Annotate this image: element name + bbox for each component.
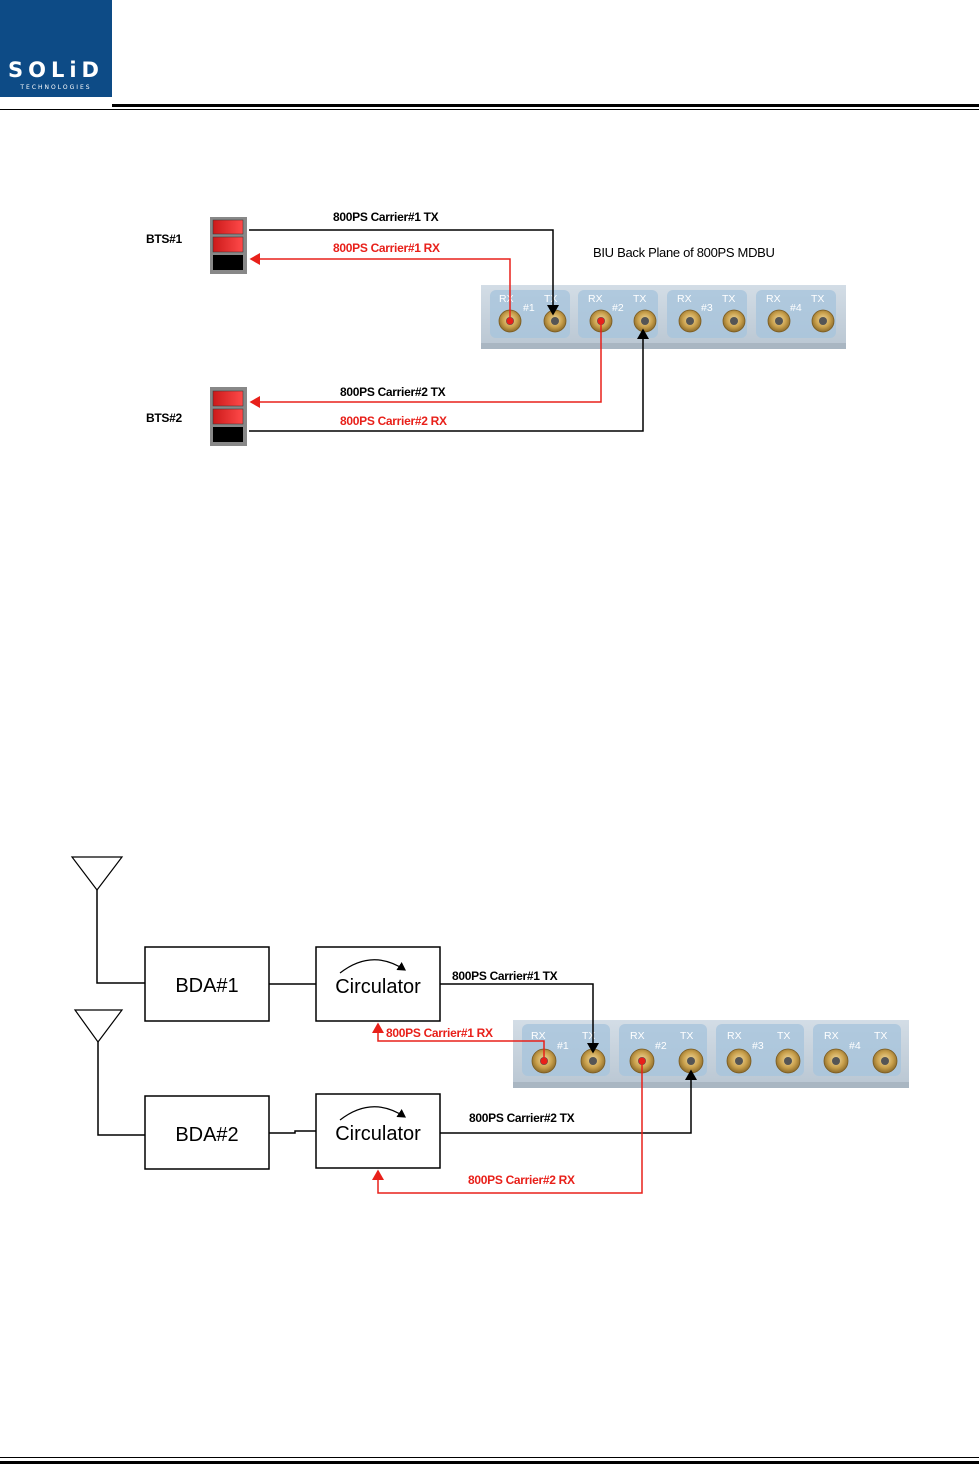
bts1-label: BTS#1 [146, 232, 182, 246]
port-number-4: #4 [790, 302, 802, 314]
header-rule-thin [0, 109, 979, 110]
circulator-1-label: Circulator [335, 976, 421, 998]
port-number-3: #3 [752, 1040, 764, 1052]
port-number-3: #3 [701, 302, 713, 314]
antenna-1-icon [70, 856, 145, 984]
rx-label: RX [630, 1030, 645, 1042]
tx-label: TX [582, 1030, 595, 1042]
carrier2-tx-line [249, 328, 649, 432]
port-group-3: RX TX #3 [716, 1024, 804, 1076]
footer-rule-thick [0, 1461, 979, 1464]
tx-label: TX [544, 293, 557, 305]
port-number-2: #2 [612, 302, 624, 314]
port-number-4: #4 [849, 1040, 861, 1052]
tx-label: TX [777, 1030, 790, 1042]
tx-label: TX [680, 1030, 693, 1042]
carrier2-rx-label: 800PS Carrier#2 RX [340, 414, 447, 428]
port-group-4: RX TX #4 [813, 1024, 901, 1076]
rx-label: RX [824, 1030, 839, 1042]
tx-label: TX [874, 1030, 887, 1042]
port-group-4: RX TX #4 [756, 290, 836, 338]
carrier2-tx-label: 800PS Carrier#2 TX [469, 1111, 575, 1125]
bda2-label: BDA#2 [175, 1124, 238, 1146]
carrier1-tx-line [249, 229, 559, 316]
bda1-label: BDA#1 [175, 975, 238, 997]
port-group-2: RX TX #2 [578, 290, 658, 338]
carrier1-tx-line [440, 983, 599, 1054]
logo-subtext: TECHNOLOGIES [20, 84, 92, 91]
header-rule-thick [112, 104, 979, 107]
carrier1-tx-label: 800PS Carrier#1 TX [452, 969, 558, 983]
port-number-1: #1 [523, 302, 535, 314]
mdbu-backplane-panel-1: RX TX #1 RX TX #2 RX TX #3 [481, 285, 846, 349]
rx-label: RX [766, 293, 781, 305]
mdbu-backplane-panel-2: RX TX #1 RX TX #2 RX TX #3 [513, 1020, 909, 1088]
tx-label: TX [722, 293, 735, 305]
circulator-2-arrow-icon [339, 1106, 406, 1121]
rx-label: RX [727, 1030, 742, 1042]
carrier2-rx-label: 800PS Carrier#2 RX [468, 1173, 575, 1187]
antenna-2-icon [73, 1009, 145, 1136]
biu-backplane-title: BIU Back Plane of 800PS MDBU [593, 245, 775, 260]
diagram-1: BIU Back Plane of 800PS MDBU BTS#1 BTS#2… [146, 210, 846, 446]
rx-label: RX [531, 1030, 546, 1042]
carrier2-rx-line [372, 1061, 643, 1194]
bda2-box [144, 1095, 270, 1170]
solid-logo: SOLiD TECHNOLOGIES [0, 0, 112, 97]
tx-label: TX [811, 293, 824, 305]
port-group-2: RX TX #2 [619, 1024, 707, 1076]
bts2-label: BTS#2 [146, 411, 182, 425]
carrier1-rx-label: 800PS Carrier#1 RX [386, 1026, 493, 1040]
bts2-icon [210, 387, 247, 446]
diagram-2: BDA#1 BDA#2 Circulator Circulator RX TX … [70, 856, 909, 1194]
carrier1-rx-label: 800PS Carrier#1 RX [333, 241, 440, 255]
port-number-1: #1 [557, 1040, 569, 1052]
bda1-box [144, 946, 270, 1022]
bts1-icon [210, 217, 247, 274]
port-number-2: #2 [655, 1040, 667, 1052]
port-group-1: RX TX #1 [490, 290, 570, 338]
footer-rule-thin [0, 1457, 979, 1458]
logo-text: SOLiD [8, 58, 104, 82]
circulator-2-label: Circulator [335, 1123, 421, 1145]
port-group-1: RX TX #1 [522, 1024, 610, 1076]
rx-label: RX [677, 293, 692, 305]
circulator-1-arrow-icon [339, 959, 406, 974]
tx-label: TX [633, 293, 646, 305]
carrier1-rx-line [372, 1022, 545, 1061]
rx-label: RX [588, 293, 603, 305]
carrier2-rx-line [249, 321, 602, 408]
port-group-3: RX TX #3 [667, 290, 747, 338]
carrier1-rx-line [249, 253, 511, 321]
rx-label: RX [499, 293, 514, 305]
carrier2-tx-label: 800PS Carrier#2 TX [340, 385, 446, 399]
carrier1-tx-label: 800PS Carrier#1 TX [333, 210, 439, 224]
carrier2-tx-line [440, 1069, 697, 1134]
